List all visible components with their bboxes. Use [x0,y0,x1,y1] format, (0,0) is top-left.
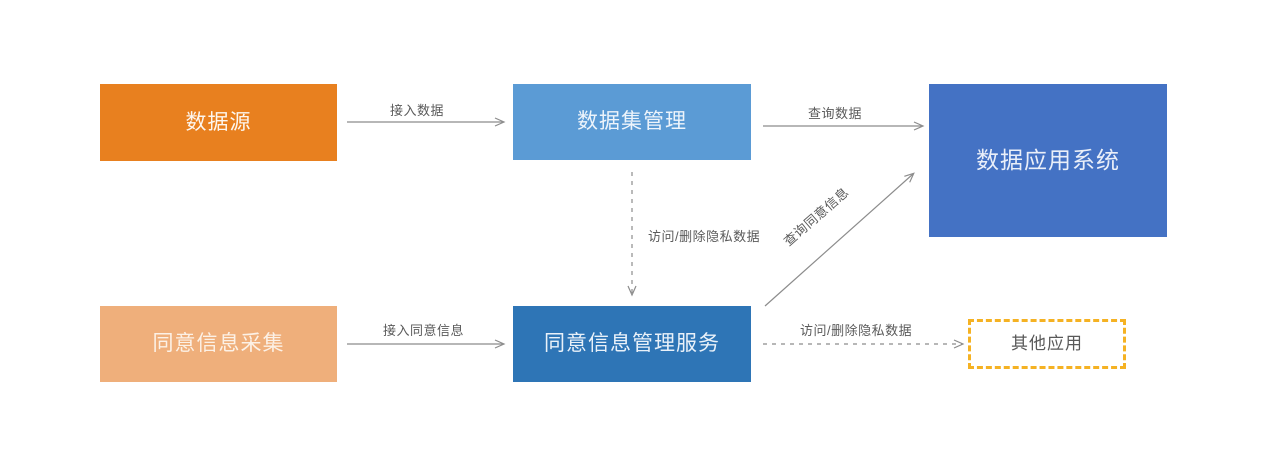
node-other-applications[interactable]: 其他应用 [968,319,1126,369]
node-consent-collection-label: 同意信息采集 [152,332,285,356]
node-other-applications-label: 其他应用 [1011,333,1083,353]
edge-label-ingest-data: 接入数据 [390,103,445,118]
edge-label-query-consent-info: 查询同意信息 [780,184,852,249]
node-dataset-management[interactable]: 数据集管理 [513,84,751,160]
node-consent-management-service-label: 同意信息管理服务 [544,332,720,356]
node-data-source[interactable]: 数据源 [100,84,337,161]
edge-label-ingest-consent-info: 接入同意信息 [383,323,465,338]
node-dataset-management-label: 数据集管理 [577,110,687,134]
edge-label-access-delete-private-data-other-apps: 访问/删除隐私数据 [800,323,913,338]
node-consent-management-service[interactable]: 同意信息管理服务 [513,306,751,382]
node-consent-collection[interactable]: 同意信息采集 [100,306,337,382]
node-data-application-system[interactable]: 数据应用系统 [929,84,1167,237]
edge-label-access-delete-private-data-dataset: 访问/删除隐私数据 [648,229,761,244]
node-data-source-label: 数据源 [185,110,252,134]
edge-label-query-data: 查询数据 [808,106,863,121]
node-data-application-system-label: 数据应用系统 [976,146,1120,173]
